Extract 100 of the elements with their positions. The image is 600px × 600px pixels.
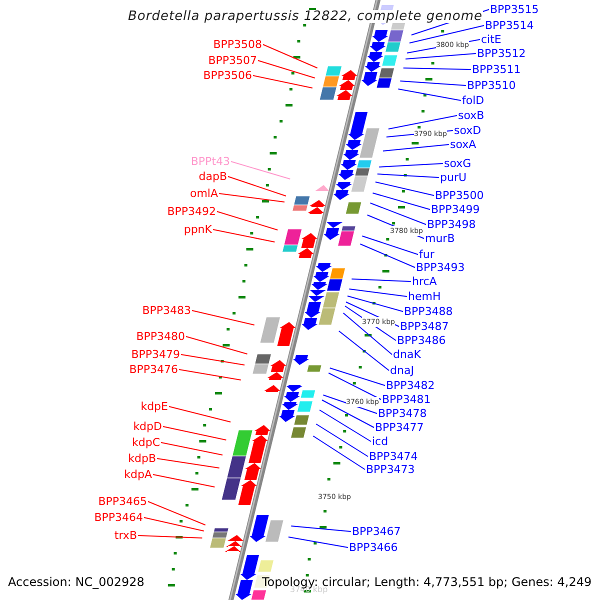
gene-label: citE [481,33,502,46]
gene-label: hrcA [412,275,437,288]
gene-label: kdpB [128,452,156,465]
leader-line [316,424,368,457]
gene-label: folD [462,94,484,107]
leader-line [322,400,374,428]
gene-label: kdpC [132,436,160,449]
leader-line [192,310,255,326]
leader-line [329,368,386,386]
gene-label: BPP3482 [386,379,435,392]
gene-label: omlA [190,187,218,200]
gene-label: soxA [450,138,476,151]
gene-label: ppnK [184,223,212,236]
gene-label: BPP3514 [485,19,534,32]
gene-label: soxB [458,109,484,122]
gene-label: BPP3507 [208,54,257,67]
gene-label: BPP3511 [472,63,521,76]
leader-line [258,60,316,78]
leader-line [186,336,248,354]
leader-line [288,536,348,548]
leader-line [262,44,318,68]
gene-label: purU [440,171,467,184]
leader-line [156,458,220,468]
gene-label: hemH [408,290,441,303]
gene-label: kdpE [140,400,168,413]
leader-line [376,174,440,178]
leader-line [378,163,444,168]
leader-line [228,176,286,196]
gene-label: kdpD [133,420,162,433]
gene-label: dnaK [393,348,421,361]
gene-label: BPP3508 [213,38,262,51]
leader-line [218,193,285,202]
leader-line [168,406,232,422]
gene-label: BPP3476 [129,363,178,376]
gene-label: BPP3498 [427,218,476,231]
gene-label: trxB [114,529,137,542]
gene-label: BPP3464 [94,511,143,524]
footer-text: Accession: NC_002928 [8,575,144,589]
gene-label: BPP3479 [131,348,180,361]
gene-label: BPP3488 [404,305,453,318]
gene-label: BPP3499 [431,203,480,216]
leader-line [351,278,412,282]
gene-label: BPP3473 [366,463,415,476]
leader-line [148,501,206,526]
gene-label: BPP3478 [378,407,427,420]
leader-line [342,312,392,355]
leader-line [178,369,242,380]
leader-line [312,436,366,470]
gene-label: fur [419,248,434,261]
leader-line [216,211,278,230]
leader-line [162,426,227,440]
gene-label: BPP3467 [352,525,401,538]
leader-line [402,68,472,70]
gene-label: BPP3477 [375,421,424,434]
leader-line [382,144,450,152]
gene-label: BPP3493 [416,261,465,274]
gene-label: icd [372,435,388,448]
leader-line [346,296,404,312]
leader-line [252,75,313,88]
gene-label: BPP3500 [435,189,484,202]
leader-line [338,330,390,371]
leader-line [319,410,372,442]
leader-line [138,535,203,538]
gene-label: BPP3512 [477,47,526,60]
gene-label: BPP3481 [382,393,431,406]
gene-label: BPP3506 [203,69,252,82]
gene-label: BPP3492 [167,205,216,218]
gene-label: BPP3480 [136,330,185,343]
leader-line [180,354,246,366]
gene-label: dapB [198,170,227,183]
leader-line [328,372,382,400]
leader-line [408,25,484,44]
gene-label: BPPt43 [190,155,230,168]
gene-label: BPP3486 [397,334,446,347]
leader-line [290,526,352,532]
leader-line [160,442,224,456]
leader-line [398,88,462,101]
leader-line [362,236,418,255]
gene-label: soxG [444,157,472,170]
gene-label: BPP3483 [142,304,191,317]
gene-label: kdpA [124,468,152,481]
leader-line [374,182,434,196]
gene-label: BPP3487 [400,320,449,333]
leader-line [144,517,204,532]
leader-line [360,244,416,268]
gene-label: dnaJ [390,364,414,377]
leader-line [370,202,426,225]
gene-label: murB [425,232,455,245]
gene-label: BPP3510 [467,79,516,92]
leader-line [230,161,291,180]
leader-line [152,474,216,488]
gene-label: BPP3474 [369,450,418,463]
leader-line [372,192,430,210]
leader-line [400,80,466,86]
leader-line [212,229,276,242]
leader-line [405,53,476,60]
leader-line [388,115,458,130]
leader-line [348,288,408,297]
gene-label: BPP3465 [98,495,147,508]
gene-label: BPP3466 [349,541,398,554]
